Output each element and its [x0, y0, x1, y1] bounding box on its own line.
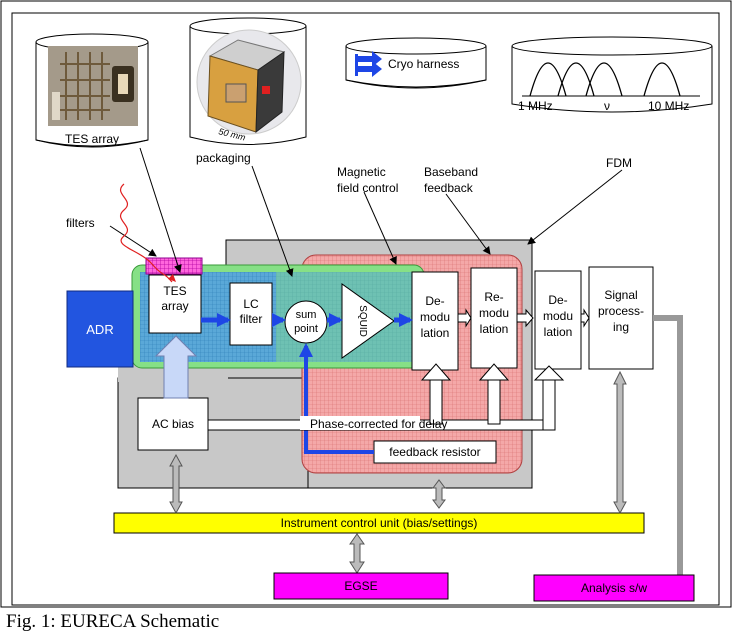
demod1-line3: lation: [421, 326, 450, 340]
ac-bias-block: [137, 397, 209, 451]
callout-lines: [109, 147, 623, 277]
demod2-line3: lation: [544, 325, 573, 339]
filters-label: filters: [66, 216, 95, 230]
tes-array-caption: TES array: [65, 132, 119, 146]
double-arrows: [169, 370, 627, 574]
icu-label: Instrument control unit (bias/settings): [281, 516, 478, 530]
signal-arrows: [201, 313, 413, 454]
tes-array-block: [148, 274, 202, 334]
spectrum-high-label: 10 MHz: [648, 99, 689, 113]
demod2-line2: modu: [543, 309, 573, 323]
phase-corrected-path: Phase-corrected for delay: [207, 363, 565, 431]
demod2-line1: De-: [548, 293, 567, 307]
egse-block: [273, 572, 449, 600]
magnetic-label-line2: field control: [337, 181, 398, 195]
instrument-control-unit-bar: [113, 512, 645, 534]
squid-label: SQUID: [357, 305, 368, 337]
ac-bias-to-tes-arrow: [154, 335, 198, 399]
remod-line3: lation: [480, 322, 509, 336]
open-arrows: [457, 308, 590, 328]
demod1-line1: De-: [425, 294, 444, 308]
sigproc-output-line: [653, 315, 683, 582]
tes-block-line2: array: [161, 299, 188, 313]
egse-label: EGSE: [344, 579, 377, 593]
lc-filter-block: [229, 282, 273, 346]
remod-line1: Re-: [484, 290, 503, 304]
cryo-harness-cylinder: Cryo harness: [345, 37, 487, 89]
analysis-label: Analysis s/w: [581, 581, 647, 595]
sum-point-line2: point: [294, 323, 318, 335]
baseband-label-line2: feedback: [424, 181, 474, 195]
sigproc-line1: Signal: [604, 288, 637, 302]
spectrum-nu-label: ν: [604, 99, 610, 113]
packaging-cylinder: 50 mm packaging: [189, 17, 307, 165]
baseband-label-line1: Baseband: [424, 165, 478, 179]
phase-corrected-label: Phase-corrected for delay: [310, 417, 447, 431]
remodulation-block: [470, 267, 518, 369]
ac-bias-label: AC bias: [152, 417, 194, 431]
figure-caption: Fig. 1: EURECA Schematic: [6, 611, 220, 632]
magnetic-label-line1: Magnetic: [337, 165, 386, 179]
lc-filter-line1: LC: [243, 297, 259, 311]
adr-label: ADR: [86, 322, 113, 337]
tes-block-line1: TES: [163, 284, 186, 298]
cryo-harness-label: Cryo harness: [388, 57, 459, 71]
radiation-arrowhead-icon: [168, 274, 176, 282]
radiation-wave-icon: [120, 183, 173, 283]
remod-line2: modu: [479, 306, 509, 320]
sum-point-node: [284, 300, 328, 344]
fdm-spectrum-cylinder: 1 MHz ν 10 MHz: [511, 36, 713, 113]
fdm-label: FDM: [606, 156, 632, 170]
sum-point-line1: sum: [296, 309, 317, 321]
sigproc-line2: process-: [598, 304, 644, 318]
signal-processing-block: [588, 266, 654, 370]
sigproc-line3: ing: [613, 320, 629, 334]
demodulation-block-1: [411, 271, 459, 371]
packaging-caption: packaging: [196, 151, 251, 165]
adr-block: [66, 290, 134, 368]
demod1-line2: modu: [420, 310, 450, 324]
lc-filter-line2: filter: [240, 312, 263, 326]
cryo-harness-icon: [355, 51, 382, 77]
feedback-resistor-label: feedback resistor: [389, 445, 480, 459]
analysis-sw-block: [533, 574, 695, 602]
filters-block: [145, 257, 203, 275]
spectrum-low-label: 1 MHz: [518, 99, 553, 113]
tes-array-cylinder: TES array: [35, 33, 149, 148]
